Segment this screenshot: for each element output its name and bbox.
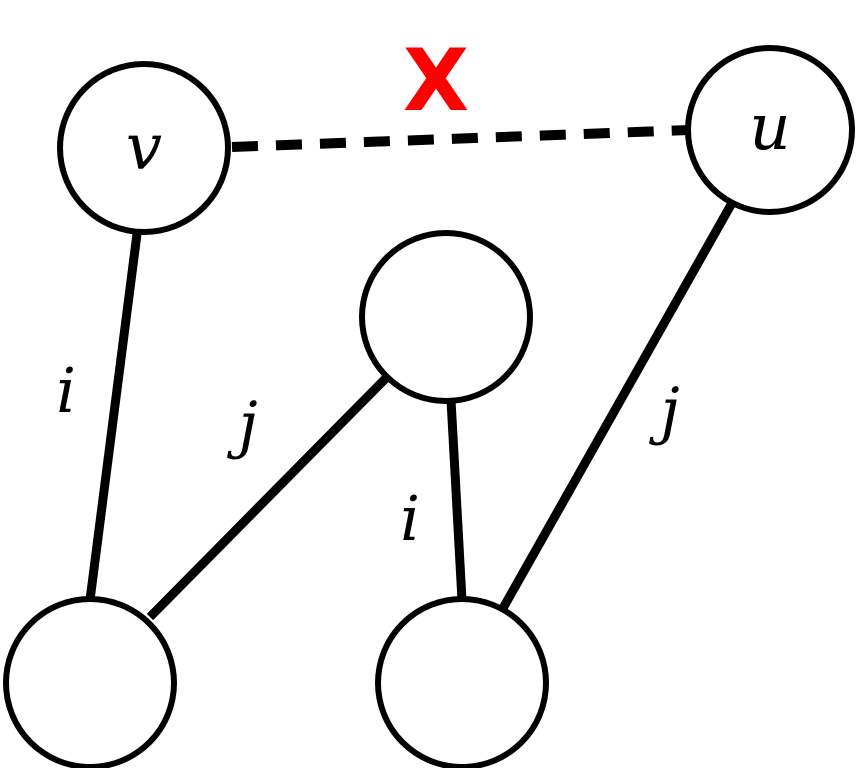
node-bottom-middle: [375, 596, 549, 768]
edge-v-bottom-left: [85, 233, 142, 601]
node-v-circle: [57, 61, 231, 235]
edge-label-v-bottom-left: i: [56, 354, 76, 427]
node-bottom-middle-circle: [375, 596, 549, 768]
node-u-circle: [685, 45, 855, 215]
node-top-middle: [359, 230, 533, 404]
node-v: v: [57, 61, 231, 235]
removed-edge-x-marker: X: [403, 31, 469, 131]
edge-label-u-bottom-middle: j: [648, 374, 679, 447]
edge-label-top-middle-bottom-middle: i: [400, 482, 420, 555]
node-u-label: u: [749, 91, 790, 165]
node-bottom-left-circle: [3, 596, 177, 768]
edge-top-middle-bottom-middle: [446, 399, 467, 601]
node-top-middle-circle: [359, 230, 533, 404]
node-v-label: v: [126, 111, 162, 185]
edge-bottom-left-top-middle: [146, 372, 392, 621]
node-bottom-left: [3, 596, 177, 768]
edge-label-bottom-left-top-middle: j: [226, 388, 257, 461]
node-u: u: [685, 45, 855, 215]
edge-v-u-dashed: [231, 125, 691, 152]
edge-u-bottom-middle: [498, 200, 736, 613]
